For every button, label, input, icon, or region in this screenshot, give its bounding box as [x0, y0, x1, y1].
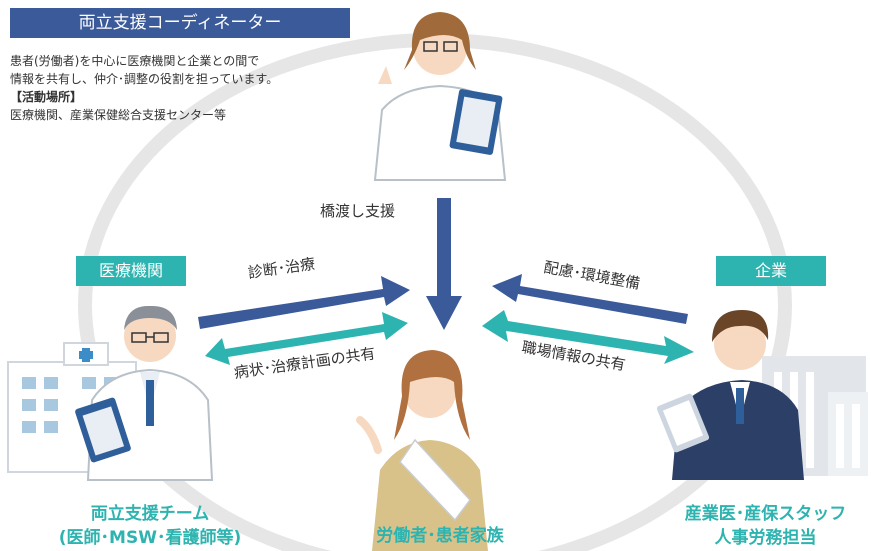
- medical-team-caption-line1: 両立支援チーム: [90, 504, 210, 524]
- patient-icon: [356, 350, 488, 551]
- bridge-label: 橋渡し支援: [320, 202, 396, 220]
- condition-sharing-arrow: [205, 312, 408, 365]
- workplace-sharing-arrow: [482, 310, 694, 364]
- businessman-icon: [656, 310, 804, 480]
- medical-tag: 医療機関: [76, 256, 186, 286]
- coordinator-description-line2: 情報を共有し、仲介･調整の役割を担っています。: [10, 72, 279, 86]
- company-caption: 産業医･産保スタッフ 人事労務担当: [660, 502, 871, 550]
- bridge-arrow: [426, 198, 462, 330]
- doctor-icon: [75, 305, 214, 481]
- consideration-arrow: [492, 274, 688, 324]
- diagnosis-arrow: [198, 276, 410, 329]
- medical-team-caption-line2: (医師･MSW･看護師等): [58, 528, 242, 548]
- coordinator-title: 両立支援コーディネーター: [10, 8, 350, 38]
- activity-heading: 【活動場所】: [10, 90, 83, 104]
- company-tag: 企業: [716, 256, 826, 286]
- coordinator-description: 患者(労働者)を中心に医療機関と企業との間で 情報を共有し、仲介･調整の役割を担…: [10, 52, 370, 124]
- company-caption-line1: 産業医･産保スタッフ: [684, 504, 847, 524]
- activity-places: 医療機関、産業保健総合支援センター等: [10, 108, 227, 122]
- worker-caption: 労働者･患者家族: [376, 526, 504, 546]
- medical-team-caption: 両立支援チーム (医師･MSW･看護師等): [0, 502, 300, 550]
- company-caption-line2: 人事労務担当: [714, 528, 817, 548]
- nurse-coordinator-icon: [373, 12, 507, 181]
- coordinator-description-line1: 患者(労働者)を中心に医療機関と企業との間で: [10, 54, 260, 68]
